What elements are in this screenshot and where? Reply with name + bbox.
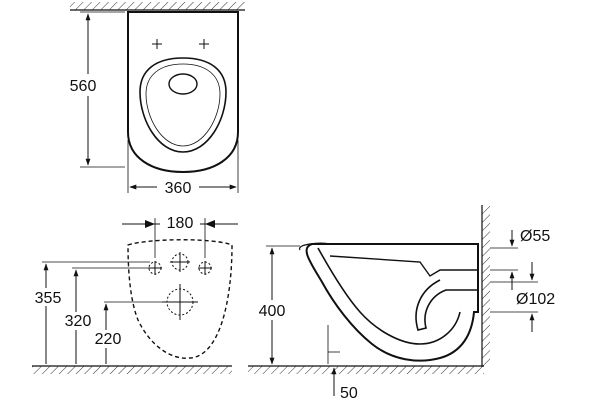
trap-path-side xyxy=(329,255,478,277)
front-view: 180 355 320 220 xyxy=(28,213,238,374)
fixing-marker-left xyxy=(152,39,162,49)
bowl-outline-top xyxy=(127,11,239,174)
label-inlet-diameter: Ø55 xyxy=(520,228,550,245)
wall-hatch-top xyxy=(70,2,245,10)
fixing-marker-right xyxy=(199,39,209,49)
label-depth-560: 560 xyxy=(70,78,97,95)
drain-hole xyxy=(168,73,198,95)
floor-hatch-side xyxy=(248,366,484,374)
seat-outline-top xyxy=(139,57,227,153)
label-height-320: 320 xyxy=(65,313,92,330)
label-height-220: 220 xyxy=(95,331,122,348)
label-mount-spacing-180: 180 xyxy=(167,215,194,232)
bowl-profile-side xyxy=(305,243,479,362)
top-view: 560 360 xyxy=(58,2,245,197)
label-offset-50: 50 xyxy=(340,385,358,400)
wall-hatch-side xyxy=(482,205,490,367)
label-height-400: 400 xyxy=(259,303,286,320)
label-outlet-diameter: Ø102 xyxy=(516,291,555,308)
label-width-360: 360 xyxy=(165,180,192,197)
floor-hatch-front xyxy=(32,366,232,374)
side-view: 400 50 Ø55 Ø102 xyxy=(248,205,555,400)
bowl-outline-front xyxy=(127,239,233,359)
label-height-355: 355 xyxy=(35,290,62,307)
